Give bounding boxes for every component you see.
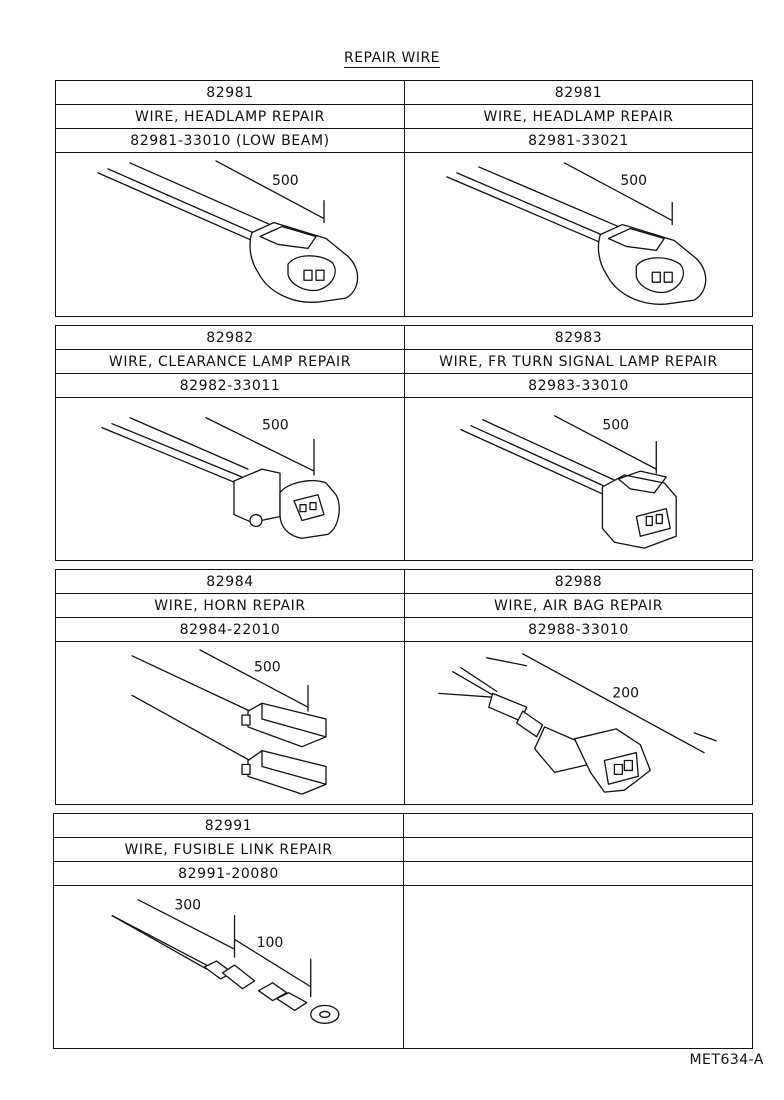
part-code: 82982 <box>56 326 404 350</box>
horn-terminals-drawing: 500 <box>56 642 404 804</box>
part-number: 82988-33010 <box>405 618 752 642</box>
parts-block-3: 82984 WIRE, HORN REPAIR 82984-22010 500 … <box>55 569 753 805</box>
airbag-connector-drawing: 200 <box>405 642 752 804</box>
part-code: 82981 <box>56 81 404 105</box>
figure-code: MET634-A <box>689 1052 764 1068</box>
part-number: 82981-33021 <box>405 129 752 153</box>
part-number: 82991-20080 <box>54 862 403 886</box>
part-code: 82991 <box>54 814 403 838</box>
turn-signal-connector-drawing: 500 <box>405 398 752 560</box>
part-cell-82988: 82988 WIRE, AIR BAG REPAIR 82988-33010 2… <box>404 570 752 804</box>
part-code: 82984 <box>56 570 404 594</box>
dimension-label: 500 <box>272 173 299 189</box>
dimension-label: 500 <box>620 173 647 189</box>
part-name: WIRE, CLEARANCE LAMP REPAIR <box>56 350 404 374</box>
empty-drawing-area <box>404 886 752 1048</box>
dimension-label: 200 <box>612 685 639 701</box>
dimension-label: 100 <box>257 935 284 951</box>
part-name: WIRE, HEADLAMP REPAIR <box>405 105 752 129</box>
page-title-text: REPAIR WIRE <box>343 50 441 68</box>
headlamp-connector-drawing: 500 <box>405 153 752 316</box>
part-cell-82981-low-beam: 82981 WIRE, HEADLAMP REPAIR 82981-33010 … <box>56 81 404 316</box>
part-name: WIRE, HORN REPAIR <box>56 594 404 618</box>
part-number: 82982-33011 <box>56 374 404 398</box>
dimension-label: 300 <box>174 898 201 914</box>
clearance-lamp-connector-drawing: 500 <box>56 398 404 560</box>
fusible-link-drawing: 300 100 <box>54 886 403 1048</box>
part-number: 82983-33010 <box>405 374 752 398</box>
dimension-label: 500 <box>602 418 629 434</box>
headlamp-connector-drawing: 500 <box>56 153 404 316</box>
part-code: 82981 <box>405 81 752 105</box>
parts-block-1: 82981 WIRE, HEADLAMP REPAIR 82981-33010 … <box>55 80 753 317</box>
part-name <box>404 838 752 862</box>
dimension-label: 500 <box>262 418 289 434</box>
part-name: WIRE, HEADLAMP REPAIR <box>56 105 404 129</box>
part-number: 82981-33010 (LOW BEAM) <box>56 129 404 153</box>
part-number <box>404 862 752 886</box>
page-title: REPAIR WIRE <box>0 50 784 68</box>
part-number: 82984-22010 <box>56 618 404 642</box>
part-code <box>404 814 752 838</box>
part-cell-82984: 82984 WIRE, HORN REPAIR 82984-22010 500 <box>56 570 404 804</box>
part-name: WIRE, AIR BAG REPAIR <box>405 594 752 618</box>
part-cell-82983: 82983 WIRE, FR TURN SIGNAL LAMP REPAIR 8… <box>404 326 752 560</box>
parts-block-4: 82991 WIRE, FUSIBLE LINK REPAIR 82991-20… <box>53 813 753 1049</box>
part-name: WIRE, FUSIBLE LINK REPAIR <box>54 838 403 862</box>
part-cell-82981: 82981 WIRE, HEADLAMP REPAIR 82981-33021 … <box>404 81 752 316</box>
dimension-label: 500 <box>254 660 281 676</box>
part-code: 82983 <box>405 326 752 350</box>
part-cell-empty <box>403 814 752 1048</box>
part-cell-82982: 82982 WIRE, CLEARANCE LAMP REPAIR 82982-… <box>56 326 404 560</box>
part-code: 82988 <box>405 570 752 594</box>
part-cell-82991: 82991 WIRE, FUSIBLE LINK REPAIR 82991-20… <box>54 814 403 1048</box>
part-name: WIRE, FR TURN SIGNAL LAMP REPAIR <box>405 350 752 374</box>
parts-block-2: 82982 WIRE, CLEARANCE LAMP REPAIR 82982-… <box>55 325 753 561</box>
